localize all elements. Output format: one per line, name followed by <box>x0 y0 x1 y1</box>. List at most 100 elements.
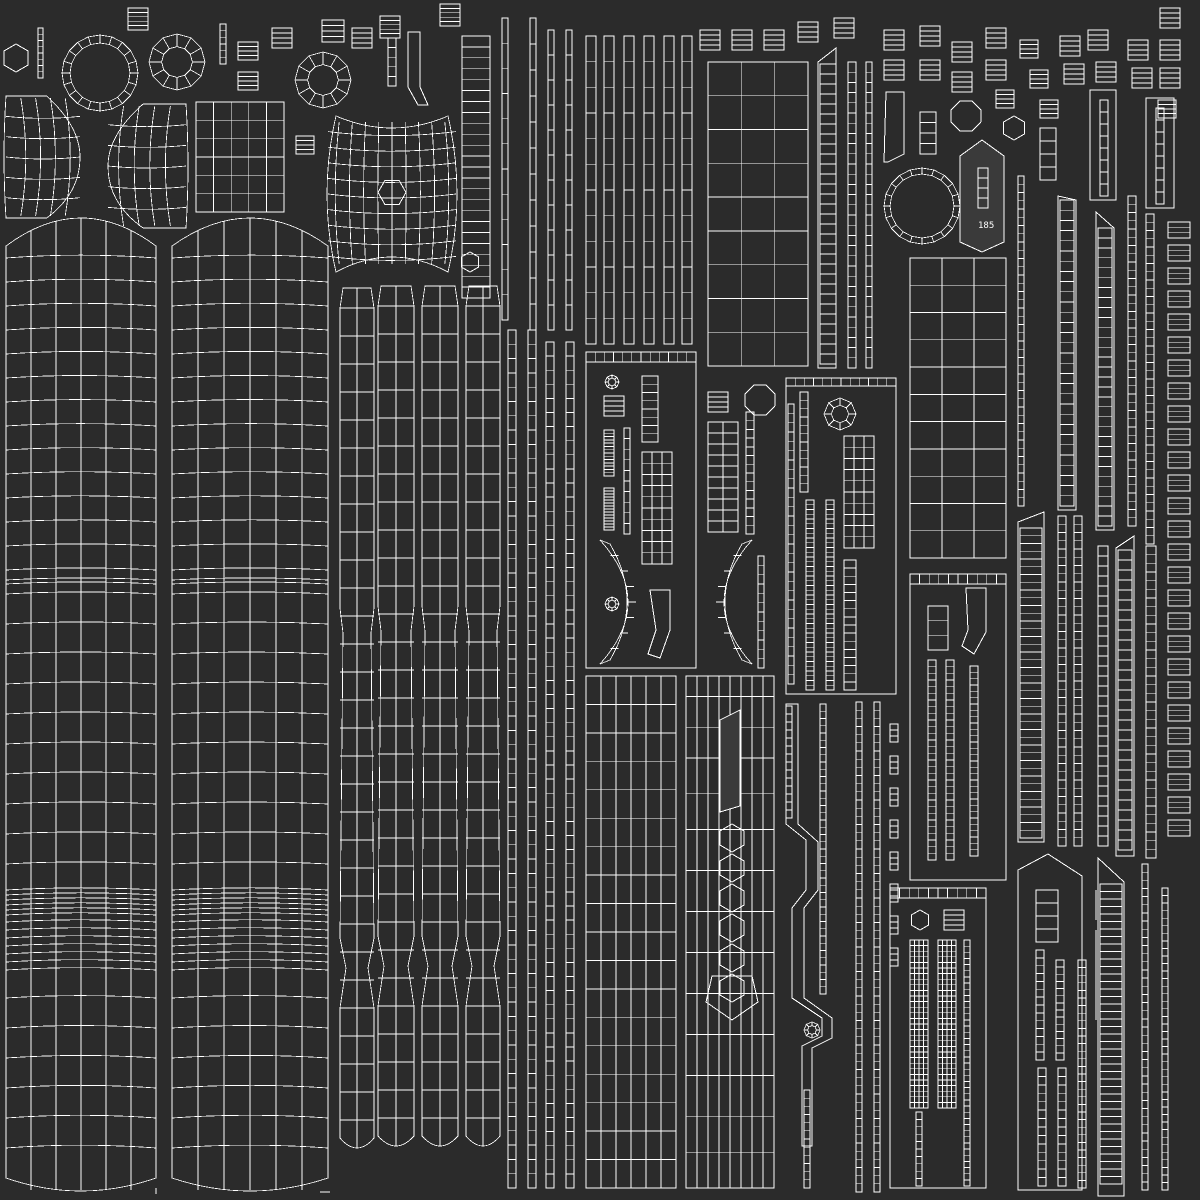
uv-islands-group <box>3 3 1191 1197</box>
bottom-right-box <box>943 909 965 931</box>
hex-chain-cell-2 <box>719 883 745 913</box>
rt-box-18 <box>1131 67 1153 89</box>
tag-number-label: 185 <box>978 221 994 231</box>
bottom-right-slanted-ladder <box>1099 883 1123 1185</box>
small-strip-1 <box>219 23 227 65</box>
rt-strip-b <box>919 111 937 155</box>
right-edge-cell-8 <box>1167 405 1191 423</box>
tiny-box-4 <box>797 21 819 43</box>
mid-right-frame-top <box>785 377 897 387</box>
rt-box-13 <box>1087 29 1109 51</box>
right-lower-frame-top <box>909 573 1007 585</box>
right-slanted-c <box>1017 511 1045 843</box>
mid-right-ladder-a <box>799 391 809 493</box>
bottom-center-grid-a <box>585 675 677 1189</box>
right-edge-cell-17 <box>1167 612 1191 630</box>
tiny-box-2 <box>731 29 753 51</box>
right-edge-cell-20 <box>1167 681 1191 699</box>
hex-chain-cell-4 <box>719 943 745 973</box>
mid-right-arc <box>716 539 753 665</box>
bottom-tick-marks <box>155 1188 330 1194</box>
top-disc-2 <box>294 51 352 109</box>
right-edge-cell-6 <box>1167 359 1191 377</box>
right-edge-cell-4 <box>1167 313 1191 331</box>
left-sleeve-panel-a <box>5 217 157 1192</box>
mid-left-ladder-d <box>623 427 631 535</box>
mid-grid-a <box>707 421 739 533</box>
rt-frame-b <box>1145 97 1175 209</box>
right-ladder-f <box>1097 545 1109 847</box>
far-right-ladder-a <box>1141 863 1149 1191</box>
rt-box-2 <box>883 59 905 81</box>
rt-bent-strip-a <box>883 91 905 163</box>
shaded-patch <box>719 709 741 813</box>
rt-box-1 <box>883 29 905 51</box>
right-edge-cell-12 <box>1167 497 1191 515</box>
mid-left-small-disc-b <box>604 596 620 612</box>
right-edge-cell-23 <box>1167 750 1191 768</box>
vertical-strip-3 <box>565 29 573 331</box>
right-slanted-ladder-a <box>1059 199 1075 507</box>
right-edge-cell-18 <box>1167 635 1191 653</box>
right-edge-cell-26 <box>1167 819 1191 837</box>
long-vertical-strip-1 <box>527 329 537 1189</box>
hex-chain-cell-1 <box>719 853 745 883</box>
mid-right-disc <box>823 397 857 431</box>
mid-left-grid <box>641 451 673 565</box>
tube-leg-d <box>465 285 501 1147</box>
hex-chain-cell-0 <box>719 823 745 853</box>
rt-box-10 <box>1029 69 1049 89</box>
pack-ladder-b <box>1055 959 1065 1061</box>
octagon-1 <box>744 384 776 416</box>
narrow-column-a <box>461 35 491 299</box>
right-lower-bent <box>961 587 987 655</box>
pack-ladder-e <box>1077 959 1087 1189</box>
right-lower-ladder-b <box>945 659 955 861</box>
mid-left-ladder-a <box>641 375 659 443</box>
mid-left-ladder-c <box>603 487 615 531</box>
left-sleeve-panel-b <box>171 217 329 1192</box>
right-edge-cell-9 <box>1167 428 1191 446</box>
top-left-ring <box>61 34 139 112</box>
small-box-a <box>127 7 149 31</box>
right-edge-cell-13 <box>1167 520 1191 538</box>
rt-small-hex <box>1003 115 1025 141</box>
long-ladder-3 <box>873 701 881 1193</box>
center-tall-grid-panel <box>707 61 809 367</box>
center-thin-ladder <box>847 61 857 369</box>
right-ladder-g <box>1145 545 1157 859</box>
rt-octagon <box>950 100 982 132</box>
center-slanted-ladder <box>819 63 837 365</box>
small-box-i <box>295 135 315 155</box>
hex-chain-cell-5 <box>719 973 745 1003</box>
rt-ring <box>883 167 961 245</box>
zigzag-ladder <box>785 705 793 819</box>
small-box-d <box>271 27 293 49</box>
right-edge-cell-2 <box>1167 267 1191 285</box>
rt-box-20 <box>995 89 1015 109</box>
right-ladder-c <box>1145 213 1155 545</box>
vertical-strip-8 <box>663 35 675 345</box>
right-lower-box <box>927 605 949 651</box>
rt-frame-a <box>1089 89 1117 201</box>
bottom-right-grid-b <box>937 939 957 1109</box>
zigzag-strip <box>785 703 833 1147</box>
right-edge-cell-7 <box>1167 382 1191 400</box>
mid-left-frame-top <box>585 351 697 363</box>
zigzag-small-disc <box>803 1021 821 1039</box>
center-slanted-strip <box>817 46 837 369</box>
bottom-right-ladder-a <box>915 1111 923 1187</box>
top-left-disc <box>148 33 206 91</box>
vertical-strip-0 <box>501 17 509 321</box>
left-shield-a <box>3 95 81 219</box>
right-slanted-b <box>1095 210 1115 531</box>
mid-ladder-a <box>745 411 755 535</box>
right-ladder-a <box>1017 175 1025 507</box>
right-tall-grid-panel <box>909 257 1007 559</box>
tiny-box-3 <box>763 29 785 51</box>
right-ladder-b <box>1127 195 1137 527</box>
mid-right-ladder-c <box>825 499 835 691</box>
mid-left-ladder-b <box>603 429 615 477</box>
